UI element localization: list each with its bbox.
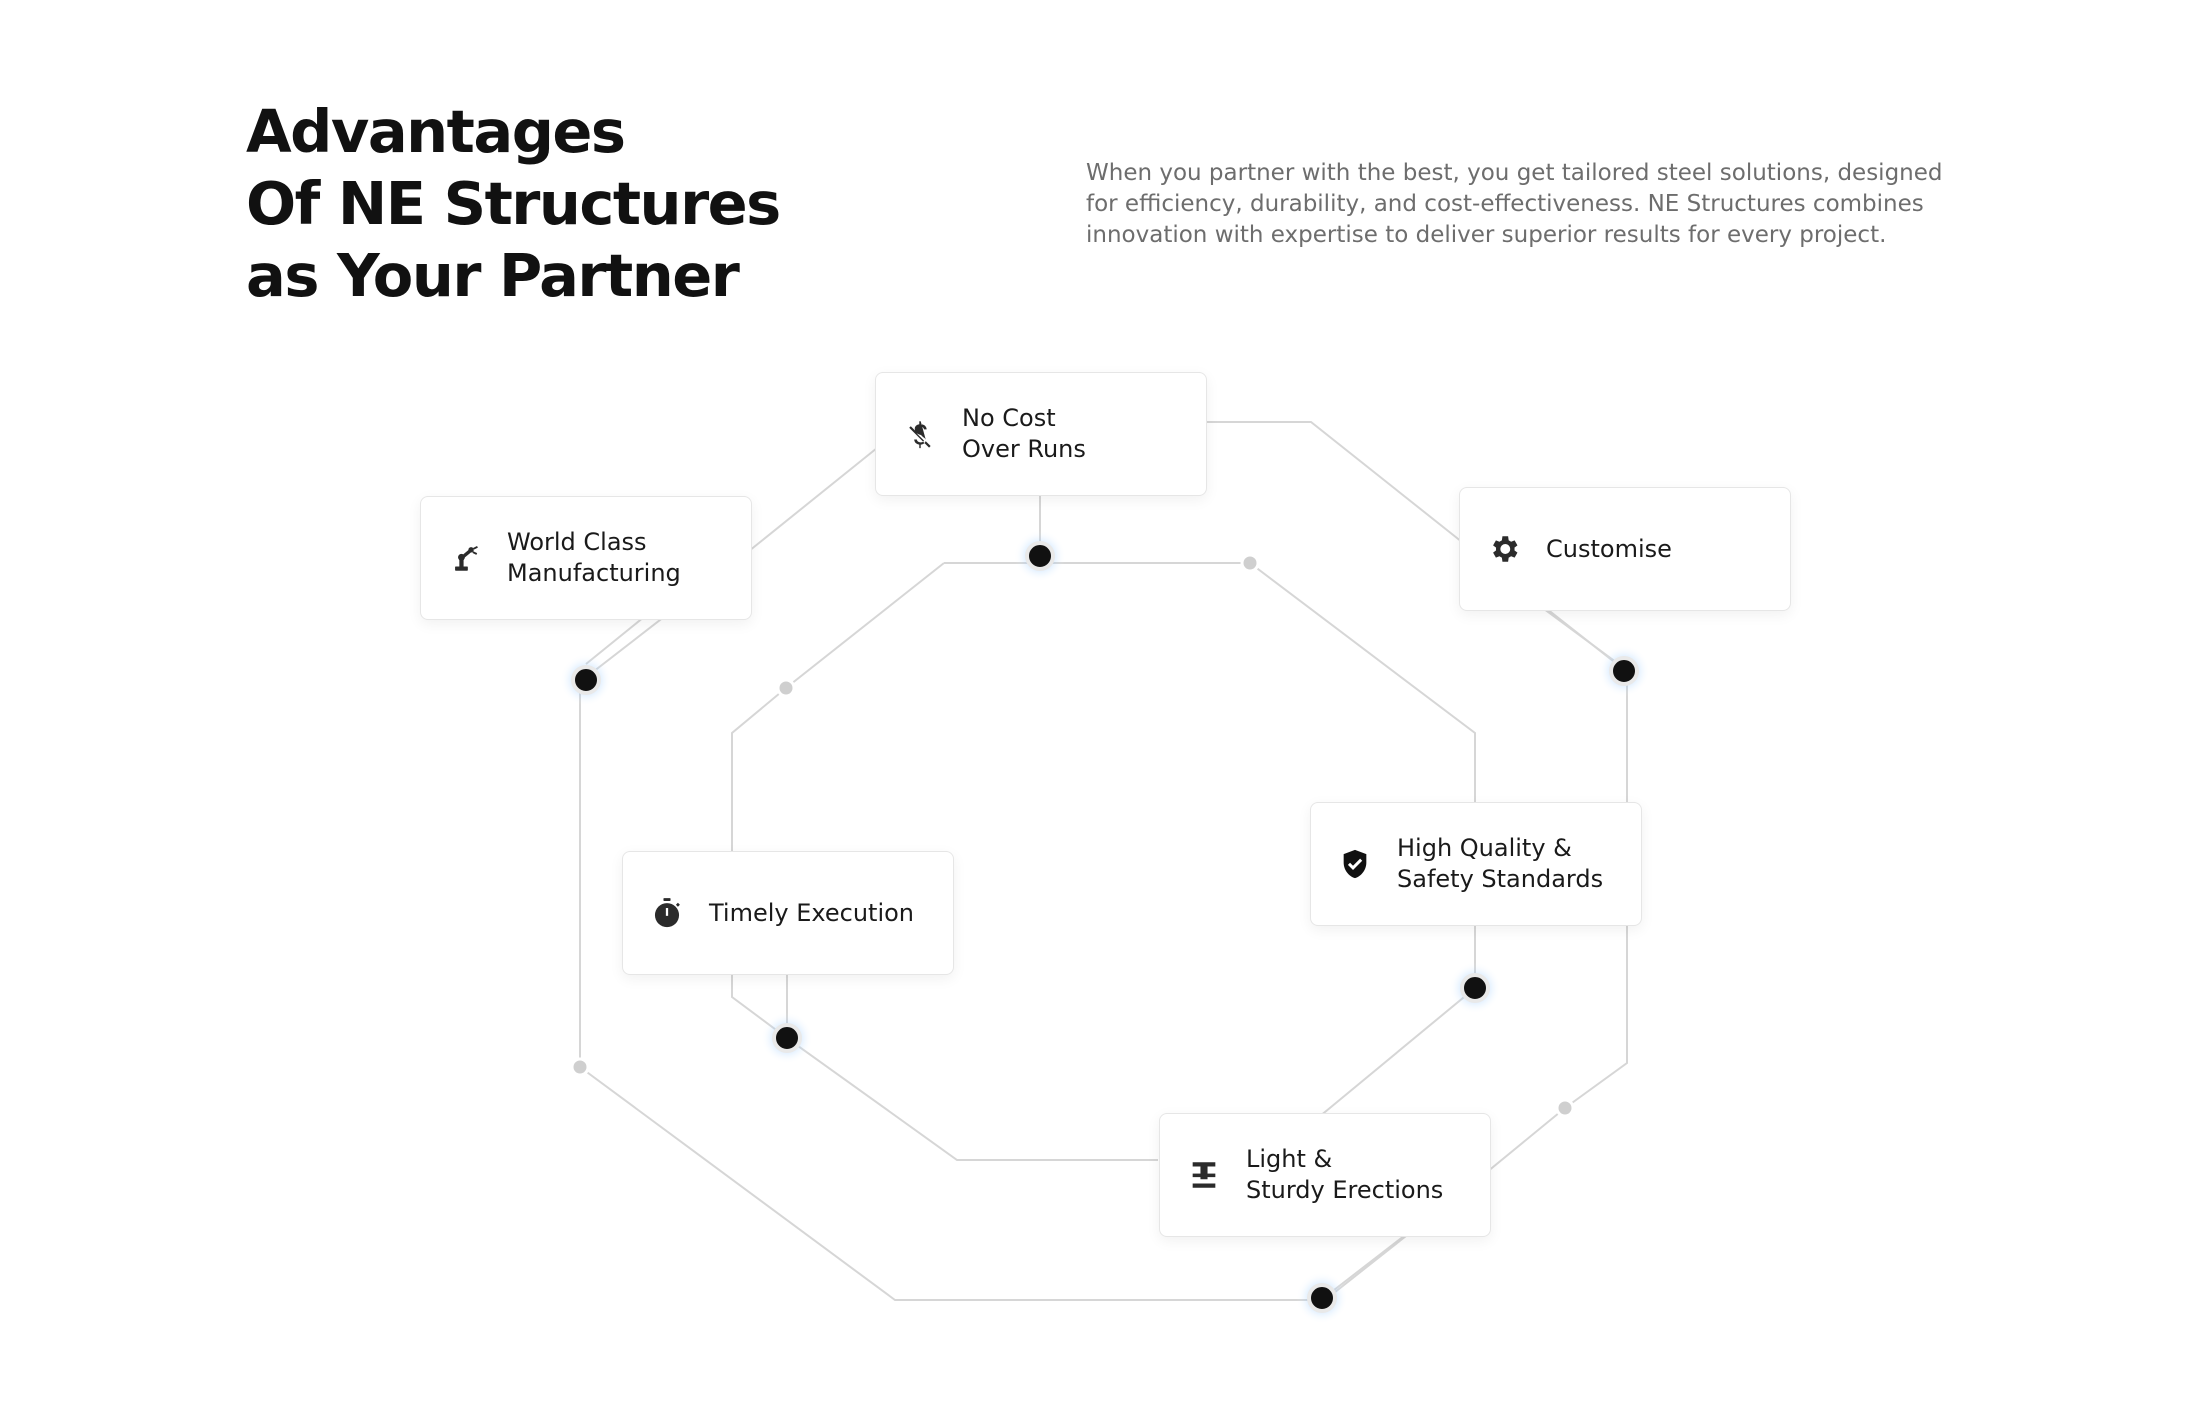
page-title-line: as Your Partner xyxy=(246,241,740,310)
card-high-quality-safety[interactable]: High Quality & Safety Standards xyxy=(1310,802,1642,926)
minor-node xyxy=(776,678,796,698)
node-timely xyxy=(761,1012,813,1064)
card-label: World Class Manufacturing xyxy=(507,528,681,587)
node-light-sturdy xyxy=(1296,1272,1348,1324)
node-world-class xyxy=(560,654,612,706)
node-high-quality xyxy=(1449,962,1501,1014)
minor-node xyxy=(570,1057,590,1077)
robot-arm-icon xyxy=(447,540,483,576)
intro-line: innovation with expertise to deliver sup… xyxy=(1086,222,1887,248)
major-nodes xyxy=(560,530,1650,1324)
steel-beam-icon xyxy=(1186,1157,1222,1193)
card-light-sturdy-erections[interactable]: Light & Sturdy Erections xyxy=(1159,1113,1491,1237)
node-customise xyxy=(1598,645,1650,697)
card-label: No Cost Over Runs xyxy=(962,404,1086,463)
minor-nodes xyxy=(570,553,1575,1118)
node-no-cost xyxy=(1014,530,1066,582)
page-title-line: Of NE Structures xyxy=(246,169,781,238)
page-title: Advantages Of NE Structures as Your Part… xyxy=(246,96,781,312)
page-title-line: Advantages xyxy=(246,97,626,166)
shield-check-icon xyxy=(1337,846,1373,882)
card-label: Timely Execution xyxy=(709,898,915,927)
card-label: High Quality & Safety Standards xyxy=(1397,834,1604,893)
intro-line: for efficiency, durability, and cost-eff… xyxy=(1086,191,1924,217)
dollar-off-icon xyxy=(902,416,938,452)
minor-node xyxy=(1240,553,1260,573)
card-timely-execution[interactable]: Timely Execution xyxy=(622,851,954,975)
minor-node xyxy=(1555,1098,1575,1118)
card-world-class-manufacturing[interactable]: World Class Manufacturing xyxy=(420,496,752,620)
card-label: Customise xyxy=(1546,534,1672,563)
gear-icon xyxy=(1486,531,1522,567)
card-label: Light & Sturdy Erections xyxy=(1246,1145,1444,1204)
card-no-cost-over-runs[interactable]: No Cost Over Runs xyxy=(875,372,1207,496)
intro-paragraph: When you partner with the best, you get … xyxy=(1086,158,1966,251)
intro-line: When you partner with the best, you get … xyxy=(1086,160,1943,186)
stopwatch-icon xyxy=(649,895,685,931)
card-customise[interactable]: Customise xyxy=(1459,487,1791,611)
